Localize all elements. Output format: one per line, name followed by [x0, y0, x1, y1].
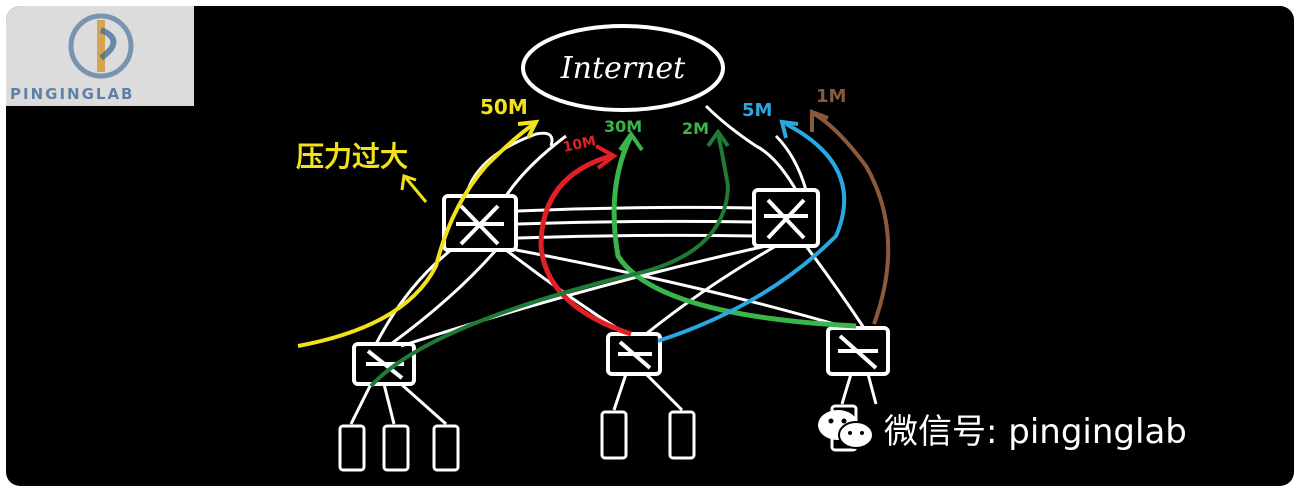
yellow-flow: [297, 119, 540, 348]
host-2: [382, 424, 410, 472]
bandwidth-1m-label: 1M: [816, 86, 846, 107]
host-3: [432, 424, 460, 472]
pinginglab-logo: PINGINGLAB: [6, 6, 194, 106]
brown-flow: [810, 109, 891, 325]
core-switch-left: [442, 194, 518, 252]
wechat-icon: [818, 409, 874, 449]
green-flow: [611, 130, 857, 329]
internet-cloud: Internet: [521, 24, 725, 112]
host-5: [668, 410, 696, 460]
access-switch-1: [352, 342, 416, 386]
logo-mark-icon: [68, 13, 134, 79]
bandwidth-50m-label: 50M: [480, 95, 528, 119]
wechat-watermark: 微信号: pinginglab: [816, 404, 1187, 453]
wechat-id-text: 微信号: pinginglab: [884, 412, 1187, 452]
blue-flow: [657, 119, 847, 343]
bandwidth-5m-label: 5M: [742, 100, 772, 121]
bandwidth-30m-label: 30M: [604, 117, 642, 136]
network-diagram: Internet: [296, 24, 891, 472]
logo-text: PINGINGLAB: [10, 85, 135, 103]
internet-label: Internet: [560, 51, 686, 86]
host-4: [600, 410, 628, 460]
dark-green-flow: [369, 128, 731, 388]
hosts: [338, 372, 878, 472]
bandwidth-2m-label: 2M: [682, 119, 709, 138]
diagram-frame: PINGINGLAB Internet: [6, 6, 1294, 486]
access-switch-3: [826, 326, 890, 376]
bandwidth-10m-label: 10M: [562, 133, 598, 156]
core-switch-right: [752, 188, 820, 248]
host-1: [338, 424, 366, 472]
pressure-label: 压力过大: [296, 140, 408, 173]
access-switch-2: [606, 332, 662, 376]
red-flow: [538, 144, 632, 337]
